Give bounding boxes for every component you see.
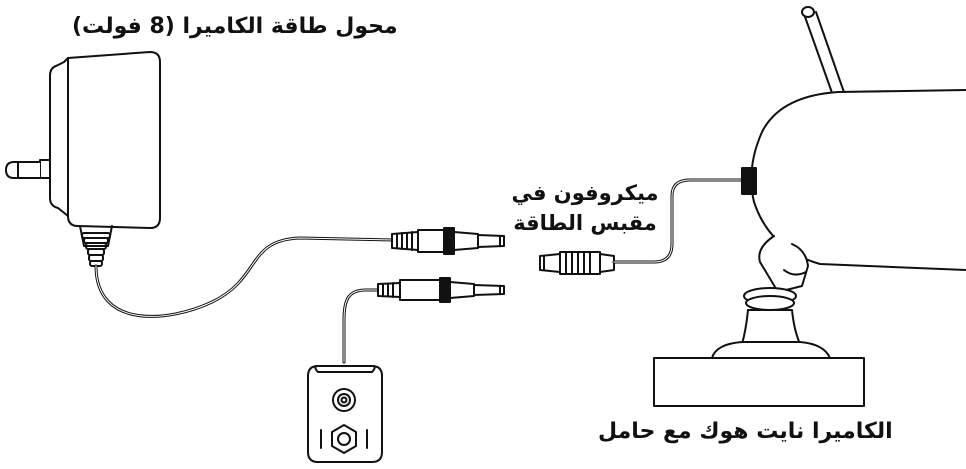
mic-label-line2: مقبس الطاقة <box>513 211 657 235</box>
camera-cable <box>614 180 742 262</box>
adapter-label: محول طاقة الكاميرا (8 فولت) <box>72 14 398 39</box>
mic-label: ميكروفون في مقبس الطاقة <box>505 178 665 238</box>
mic-socket <box>540 252 614 274</box>
dc-plug-upper <box>392 228 504 254</box>
camera <box>654 7 966 406</box>
dc-plug-lower <box>378 278 504 302</box>
antenna <box>802 7 846 104</box>
camera-label: الكاميرا نايت هوك مع حامل <box>598 419 893 444</box>
mic-label-line1: ميكروفون في <box>511 181 659 205</box>
power-adapter <box>6 52 160 266</box>
adapter-cable <box>96 238 394 316</box>
battery-cable <box>344 290 380 362</box>
battery-clip <box>308 366 382 462</box>
